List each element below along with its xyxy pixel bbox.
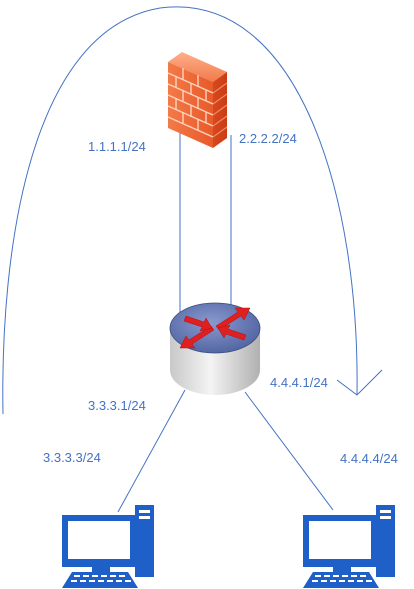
pc-left-ip-label: 3.3.3.3/24 xyxy=(43,450,101,465)
desktop-computer-icon xyxy=(62,505,154,588)
firewall-icon xyxy=(167,52,228,148)
desktop-computer-icon xyxy=(303,505,395,588)
router-right-ip-label: 4.4.4.1/24 xyxy=(270,375,328,390)
pc-right-ip-label: 4.4.4.4/24 xyxy=(340,451,398,466)
router-icon xyxy=(169,302,261,395)
link-router-pc-left xyxy=(117,389,186,513)
router-left-ip-label: 3.3.3.1/24 xyxy=(88,398,146,413)
traffic-arrow-head-icon xyxy=(336,369,383,396)
firewall-left-ip-label: 1.1.1.1/24 xyxy=(88,139,146,154)
traffic-flow-arc xyxy=(2,6,358,415)
link-router-pc-right xyxy=(244,391,334,511)
firewall-right-ip-label: 2.2.2.2/24 xyxy=(239,131,297,146)
